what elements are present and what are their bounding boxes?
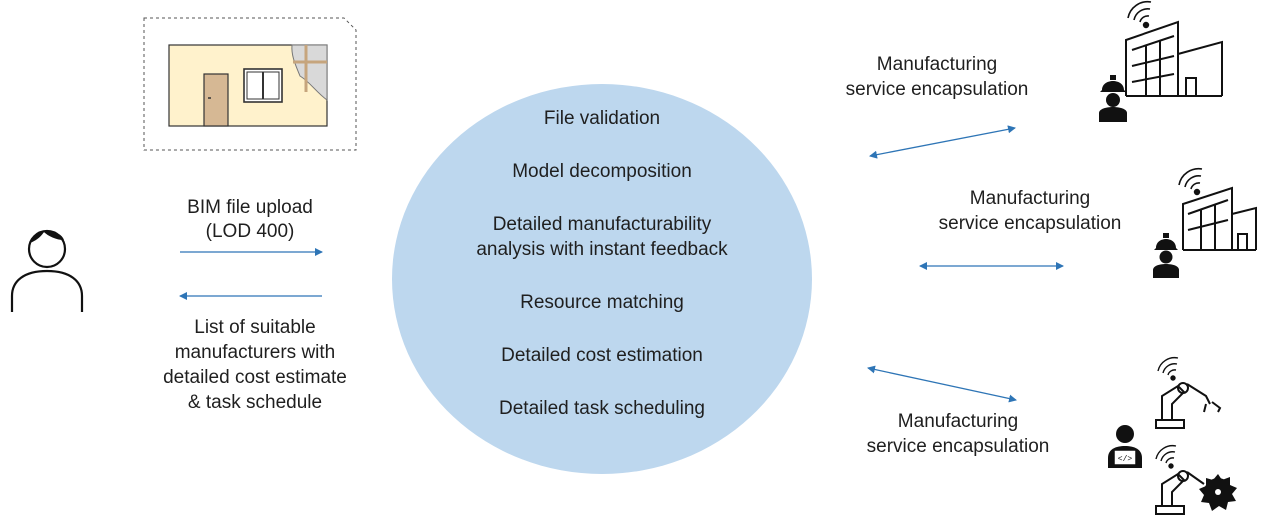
platform-steps: File validation Model decomposition Deta…	[392, 83, 812, 473]
result-label-line2: manufacturers with	[174, 342, 336, 363]
result-label-line4: & task schedule	[187, 392, 323, 413]
wifi-icon	[1155, 444, 1177, 469]
step-manufacturability-line1: Detailed manufacturability	[492, 214, 712, 235]
wifi-icon	[1127, 0, 1152, 29]
step-file-validation: File validation	[543, 108, 661, 129]
saw-blade-icon	[1199, 474, 1237, 511]
manufacturer-1-label-line1: Manufacturing	[876, 54, 998, 75]
upload-label-line1: BIM file upload	[187, 197, 313, 218]
wifi-icon	[1178, 167, 1203, 196]
factory-icon	[1182, 186, 1257, 251]
svg-text:</>: </>	[1118, 455, 1133, 464]
step-cost-estimation: Detailed cost estimation	[501, 345, 703, 366]
manufacturer-3-arrow	[867, 365, 1017, 403]
worker-icon	[1099, 75, 1127, 122]
result-label-line1: List of suitable	[194, 317, 316, 338]
manufacturer-3-label-line1: Manufacturing	[897, 411, 1019, 432]
worker-icon	[1153, 233, 1179, 278]
platform-circle	[392, 84, 812, 474]
step-model-decomposition: Model decomposition	[512, 161, 692, 182]
manufacturer-1-label-line2: service encapsulation	[845, 79, 1029, 100]
wifi-icon	[1157, 356, 1179, 381]
manufacturer-2-label-line1: Manufacturing	[969, 188, 1091, 209]
manufacturer-3-label-line2: service encapsulation	[866, 436, 1050, 457]
manufacturer-1-arrow	[869, 125, 1016, 159]
step-resource-matching: Resource matching	[520, 292, 684, 313]
result-label-line3: detailed cost estimate	[163, 367, 347, 388]
factory-icon	[1125, 20, 1223, 97]
step-task-scheduling: Detailed task scheduling	[499, 398, 705, 419]
manufacturer-2-label-line2: service encapsulation	[938, 213, 1122, 234]
robot-arm-icon	[1155, 382, 1222, 429]
step-manufacturability-line2: analysis with instant feedback	[476, 239, 728, 260]
robot-arm-icon	[1155, 470, 1205, 515]
upload-label-line2: (LOD 400)	[205, 221, 295, 242]
bim-model-icon	[143, 17, 357, 151]
programmer-icon: </>	[1108, 425, 1142, 468]
user-icon	[10, 229, 84, 312]
